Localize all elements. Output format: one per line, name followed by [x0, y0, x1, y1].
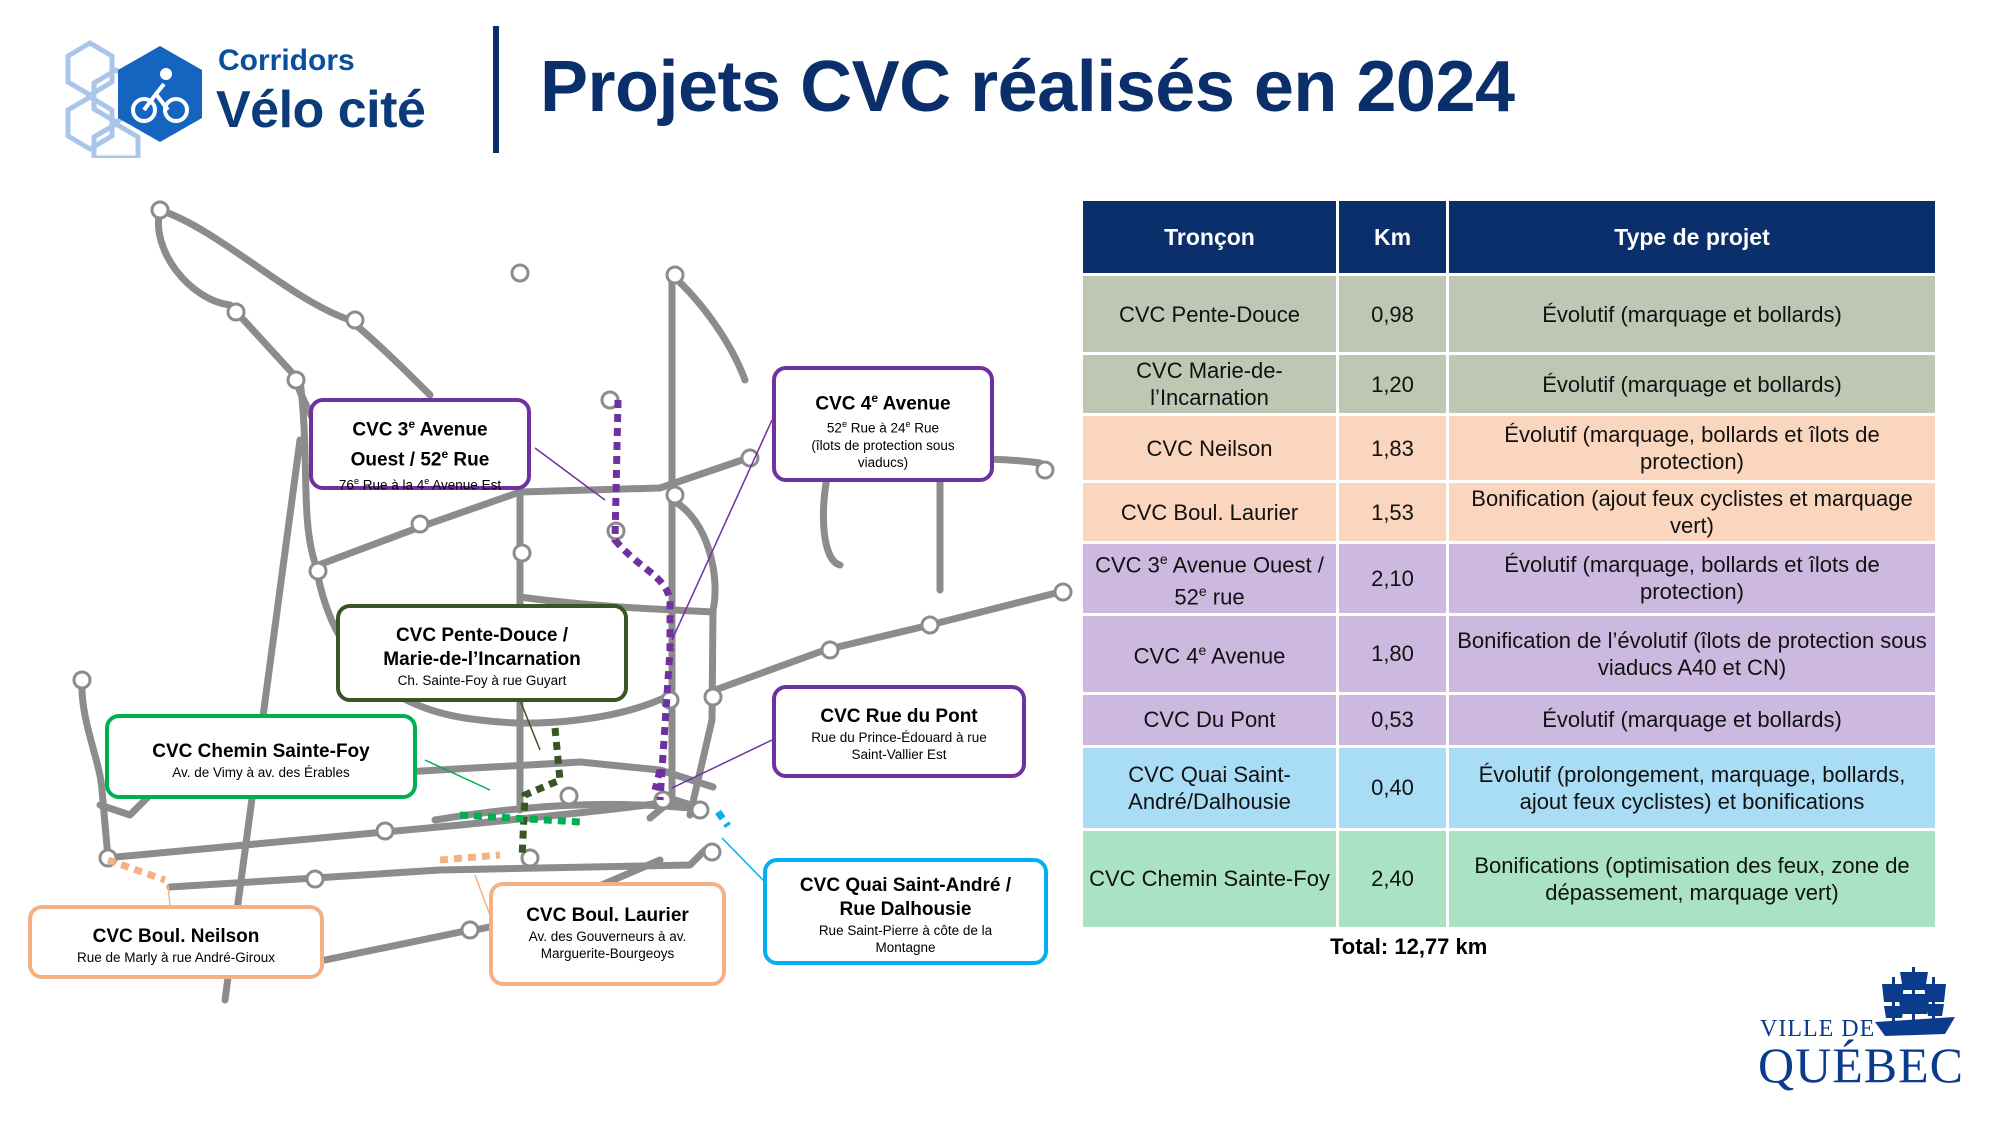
- header-type: Type de projet: [1449, 201, 1935, 273]
- cell-troncon: CVC Boul. Laurier: [1083, 483, 1336, 541]
- logo-text-corridors: Corridors: [218, 44, 355, 77]
- callout-4e-avenue: CVC 4e Avenue 52e Rue à 24e Rue (îlots d…: [772, 366, 994, 482]
- cell-km: 1,80: [1339, 615, 1446, 692]
- segment-quai: [715, 809, 731, 829]
- segment-chemin-sainte-foy: [459, 811, 581, 826]
- table-row: CVC Chemin Sainte-Foy 2,40 Bonifications…: [1083, 830, 1935, 927]
- cyclist-icon: [131, 82, 189, 123]
- corridors-velo-cite-logo: [65, 40, 202, 158]
- callout-pente-douce: CVC Pente-Douce / Marie-de-l’Incarnation…: [336, 604, 628, 702]
- cell-km: 0,98: [1339, 276, 1446, 352]
- callout-arrows: [167, 419, 773, 916]
- quebec-text: QUÉBEC: [1758, 1037, 1964, 1093]
- segment-4e-avenue: [611, 399, 674, 801]
- callout-boul-laurier: CVC Boul. Laurier Av. des Gouverneurs à …: [489, 882, 726, 986]
- cell-type: Évolutif (marquage et bollards): [1449, 355, 1935, 413]
- cell-km: 0,53: [1339, 694, 1446, 745]
- callout-quai-saint-andre: CVC Quai Saint-André / Rue Dalhousie Rue…: [763, 858, 1048, 965]
- cell-type: Bonifications (optimisation des feux, zo…: [1449, 830, 1935, 927]
- cell-type: Évolutif (marquage et bollards): [1449, 276, 1935, 352]
- segment-neilson: [106, 856, 167, 884]
- cell-km: 2,40: [1339, 830, 1446, 927]
- callout-boul-neilson: CVC Boul. Neilson Rue de Marly à rue And…: [28, 905, 324, 979]
- table-row: CVC Marie-de-l’Incarnation 1,20 Évolutif…: [1083, 355, 1935, 413]
- table-row: CVC Boul. Laurier 1,53 Bonification (ajo…: [1083, 483, 1935, 541]
- segment-rue-du-pont: [651, 769, 664, 791]
- cell-km: 0,40: [1339, 747, 1446, 828]
- ship-icon: [1875, 967, 1955, 1036]
- table-row: CVC Du Pont 0,53 Évolutif (marquage et b…: [1083, 694, 1935, 745]
- cell-troncon: CVC 3e Avenue Ouest / 52e rue: [1083, 544, 1336, 613]
- cell-km: 2,10: [1339, 544, 1446, 613]
- table-row: CVC Pente-Douce 0,98 Évolutif (marquage …: [1083, 276, 1935, 352]
- table-header-row: Tronçon Km Type de projet: [1083, 201, 1935, 273]
- cell-type: Évolutif (prolongement, marquage, bollar…: [1449, 747, 1935, 828]
- table-row: CVC 4e Avenue 1,80 Bonification de l’évo…: [1083, 615, 1935, 692]
- cell-type: Évolutif (marquage, bollards et îlots de…: [1449, 416, 1935, 480]
- cell-troncon: CVC Quai Saint-André/Dalhousie: [1083, 747, 1336, 828]
- cell-km: 1,20: [1339, 355, 1446, 413]
- cell-type: Bonification de l’évolutif (îlots de pro…: [1449, 615, 1935, 692]
- cell-troncon: CVC Marie-de-l’Incarnation: [1083, 355, 1336, 413]
- projects-table: Tronçon Km Type de projet CVC Pente-Douc…: [1080, 198, 1938, 930]
- segment-pente-douce: [518, 727, 564, 859]
- logo-text-velo-cite: Vélo cité: [216, 81, 426, 139]
- ville-de-text: VILLE DE: [1760, 1016, 1876, 1042]
- cell-troncon: CVC Neilson: [1083, 416, 1336, 480]
- table-row: CVC Neilson 1,83 Évolutif (marquage, bol…: [1083, 416, 1935, 480]
- cell-troncon: CVC Du Pont: [1083, 694, 1336, 745]
- table-row: CVC Quai Saint-André/Dalhousie 0,40 Évol…: [1083, 747, 1935, 828]
- cell-troncon: CVC 4e Avenue: [1083, 615, 1336, 692]
- segment-laurier: [439, 851, 501, 864]
- cell-type: Évolutif (marquage et bollards): [1449, 694, 1935, 745]
- callout-rue-du-pont: CVC Rue du Pont Rue du Prince-Édouard à …: [772, 685, 1026, 778]
- header-troncon: Tronçon: [1083, 201, 1336, 273]
- callout-chemin-sainte-foy: CVC Chemin Sainte-Foy Av. de Vimy à av. …: [105, 714, 417, 799]
- cell-type: Évolutif (marquage, bollards et îlots de…: [1449, 544, 1935, 613]
- project-segments: [106, 399, 731, 884]
- title-separator: [493, 26, 499, 153]
- table-row: CVC 3e Avenue Ouest / 52e rue 2,10 Évolu…: [1083, 544, 1935, 613]
- cell-type: Bonification (ajout feux cyclistes et ma…: [1449, 483, 1935, 541]
- header-km: Km: [1339, 201, 1446, 273]
- callout-3e-avenue: CVC 3e Avenue Ouest / 52e Rue 76e Rue à …: [309, 398, 531, 492]
- table-total: Total: 12,77 km: [1330, 934, 1488, 959]
- cell-km: 1,83: [1339, 416, 1446, 480]
- cell-km: 1,53: [1339, 483, 1446, 541]
- page-title: Projets CVC réalisés en 2024: [540, 47, 1515, 127]
- cell-troncon: CVC Chemin Sainte-Foy: [1083, 830, 1336, 927]
- road-nodes: [72, 200, 1073, 940]
- cell-troncon: CVC Pente-Douce: [1083, 276, 1336, 352]
